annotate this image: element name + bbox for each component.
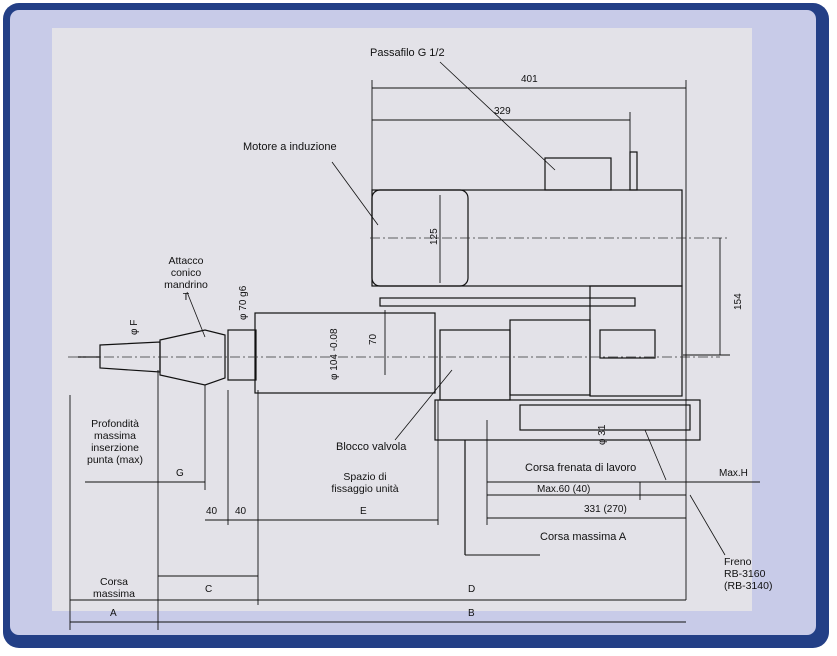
cylinder: [434, 399, 701, 441]
spindle-housing: [254, 312, 436, 394]
label-spazio: Spazio di fissaggio unità: [331, 471, 399, 495]
dim-125: 125: [429, 228, 440, 245]
dim-phi70: φ 70 g6: [238, 285, 249, 320]
dim-maxH: Max.H: [719, 468, 748, 479]
label-attacco: Attacco conico mandrino T: [164, 255, 208, 303]
motor-window: [599, 329, 656, 359]
spindle-nose: [227, 329, 257, 381]
leader-freno: [689, 494, 726, 556]
leader-passafilo: [439, 61, 556, 171]
center-body: [509, 319, 591, 396]
dim-max60: Max.60 (40): [537, 484, 590, 495]
dim-B: B: [468, 608, 475, 619]
drill-chuck: [99, 341, 161, 373]
dim-phi104: φ 104 -0.08: [329, 328, 340, 380]
drawing-paper: [52, 28, 752, 611]
dim-E: E: [360, 506, 367, 517]
label-passafilo: Passafilo G 1/2: [370, 47, 445, 59]
frame-rail: [379, 297, 636, 307]
dim-40a: 40: [206, 506, 218, 517]
dim-C: C: [205, 584, 212, 595]
label-corsa-massima: Corsa massima: [92, 576, 135, 600]
dim-phiF: φ F: [129, 320, 140, 335]
dim-A: A: [110, 608, 117, 619]
motor-knob: [629, 151, 638, 191]
label-profondita: Profondità massima inserzione punta (max…: [86, 418, 144, 466]
dim-329: 329: [494, 106, 511, 117]
label-blocco: Blocco valvola: [336, 441, 407, 453]
dim-154: 154: [733, 293, 744, 310]
label-motore: Motore a induzione: [243, 141, 337, 153]
dim-40b: 40: [235, 506, 247, 517]
dim-D: D: [468, 584, 475, 595]
leader-frenata: [644, 429, 667, 481]
label-corsa-frenata: Corsa frenata di lavoro: [525, 462, 637, 474]
dim-70: 70: [368, 333, 379, 345]
dim-phi31: φ 31: [597, 424, 608, 445]
dim-331: 331 (270): [584, 504, 627, 515]
cylinder-rod: [519, 404, 691, 431]
label-corsa-massima-a: Corsa massima A: [540, 531, 627, 543]
leader-attacco: [186, 291, 206, 338]
valve-block: [439, 329, 511, 401]
dim-G: G: [176, 468, 184, 479]
leader-motore: [331, 161, 379, 226]
leader-blocco: [394, 369, 453, 441]
cable-gland-box: [544, 157, 612, 191]
label-freno: Freno RB-3160 (RB-3140): [724, 556, 773, 592]
motor-lower: [589, 285, 683, 397]
chuck: [159, 329, 226, 386]
dim-401: 401: [521, 74, 538, 85]
